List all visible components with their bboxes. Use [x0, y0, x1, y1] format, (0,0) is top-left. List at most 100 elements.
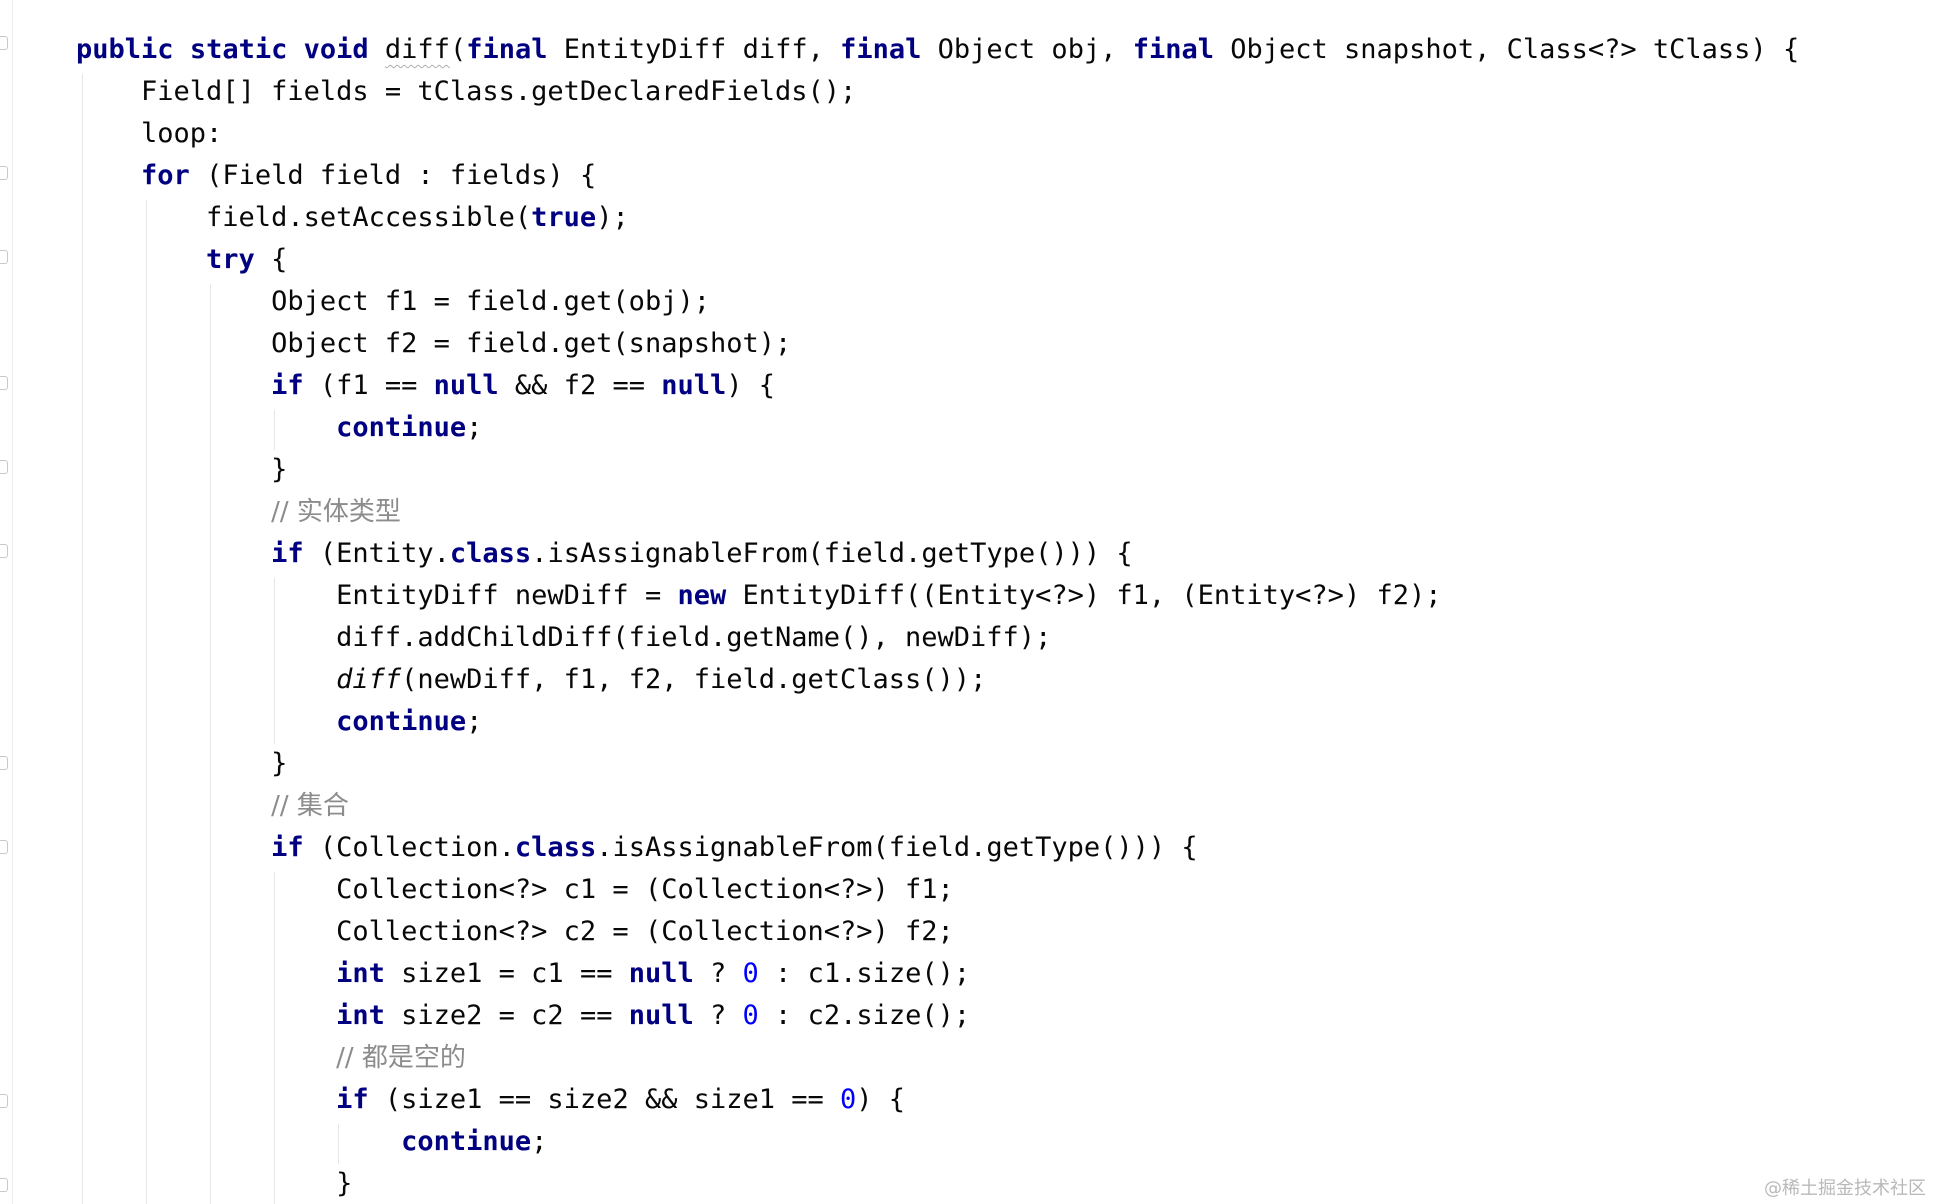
- fold-marker-icon[interactable]: [0, 36, 8, 50]
- code-token: [76, 790, 271, 821]
- code-token: try: [206, 244, 255, 275]
- code-token: int: [336, 1000, 385, 1031]
- code-line[interactable]: int size2 = c2 == null ? 0 : c2.size();: [76, 995, 1799, 1037]
- code-line[interactable]: field.setAccessible(true);: [76, 197, 1799, 239]
- fold-marker-icon[interactable]: [0, 1094, 8, 1108]
- code-line[interactable]: int size1 = c1 == null ? 0 : c1.size();: [76, 953, 1799, 995]
- fold-marker-icon[interactable]: [0, 250, 8, 264]
- code-line[interactable]: }: [76, 1163, 1799, 1204]
- code-token: final: [1132, 34, 1214, 65]
- code-token: for: [141, 160, 190, 191]
- code-token: 0: [840, 1084, 857, 1115]
- code-token: 都是空的: [361, 1043, 466, 1073]
- code-token: if: [271, 832, 304, 863]
- code-token: if: [336, 1084, 369, 1115]
- code-line[interactable]: Collection<?> c1 = (Collection<?>) f1;: [76, 869, 1799, 911]
- code-line[interactable]: continue;: [76, 1121, 1799, 1163]
- code-token: : c1.size();: [758, 958, 971, 989]
- indent-guide: [146, 200, 147, 1204]
- code-token: {: [254, 244, 288, 275]
- code-token: (Field field : fields) {: [189, 160, 597, 191]
- code-line[interactable]: if (f1 == null && f2 == null) {: [76, 365, 1799, 407]
- code-token: if: [271, 370, 304, 401]
- code-line[interactable]: // 集合: [76, 785, 1799, 827]
- code-line[interactable]: Field[] fields = tClass.getDeclaredField…: [76, 71, 1799, 113]
- code-token: ?: [693, 958, 743, 989]
- code-text[interactable]: public static void diff(final EntityDiff…: [76, 29, 1799, 1204]
- indent-guide: [274, 872, 275, 1204]
- code-token: true: [531, 202, 597, 233]
- fold-marker-icon[interactable]: [0, 756, 8, 770]
- code-line[interactable]: diff.addChildDiff(field.getName(), newDi…: [76, 617, 1799, 659]
- code-token: if: [271, 538, 304, 569]
- code-line[interactable]: for (Field field : fields) {: [76, 155, 1799, 197]
- code-token: 集合: [296, 791, 349, 821]
- code-token: continue: [336, 706, 467, 737]
- code-token: null: [628, 958, 694, 989]
- code-line[interactable]: if (Entity.class.isAssignableFrom(field.…: [76, 533, 1799, 575]
- code-line[interactable]: diff(newDiff, f1, f2, field.getClass());: [76, 659, 1799, 701]
- code-token: }: [76, 748, 288, 779]
- code-token: [76, 958, 336, 989]
- code-token: ?: [693, 1000, 743, 1031]
- code-token: size2 = c2 ==: [384, 1000, 629, 1031]
- code-token: [369, 34, 385, 65]
- code-token: loop:: [76, 118, 223, 149]
- code-token: continue: [401, 1126, 532, 1157]
- code-token: (size1 == size2 && size1 ==: [368, 1084, 841, 1115]
- code-token: ;: [531, 1126, 548, 1157]
- code-line[interactable]: EntityDiff newDiff = new EntityDiff((Ent…: [76, 575, 1799, 617]
- code-line[interactable]: if (size1 == size2 && size1 == 0) {: [76, 1079, 1799, 1121]
- code-line[interactable]: try {: [76, 239, 1799, 281]
- code-line[interactable]: Collection<?> c2 = (Collection<?>) f2;: [76, 911, 1799, 953]
- code-token: [76, 1126, 401, 1157]
- code-token: EntityDiff diff,: [547, 34, 841, 65]
- editor-gutter: [0, 0, 13, 1204]
- fold-marker-icon[interactable]: [0, 376, 8, 390]
- code-token: [76, 832, 271, 863]
- code-line[interactable]: if (Collection.class.isAssignableFrom(fi…: [76, 827, 1799, 869]
- code-line[interactable]: Object f2 = field.get(snapshot);: [76, 323, 1799, 365]
- fold-marker-icon[interactable]: [0, 1178, 8, 1192]
- code-token: }: [76, 454, 288, 485]
- code-token: 0: [742, 958, 759, 989]
- code-token: Object f2 = field.get(snapshot);: [76, 328, 792, 359]
- code-token: size1 = c1 ==: [384, 958, 629, 989]
- code-token: }: [76, 1168, 353, 1199]
- indent-guide: [274, 410, 275, 450]
- code-token: [76, 1084, 336, 1115]
- code-line[interactable]: // 都是空的: [76, 1037, 1799, 1079]
- code-token: [76, 664, 336, 695]
- code-token: class: [449, 538, 532, 569]
- code-token: Collection<?> c2 = (Collection<?>) f2;: [76, 916, 954, 947]
- code-token: 实体类型: [296, 497, 401, 527]
- watermark: @稀土掘金技术社区: [1764, 1178, 1926, 1199]
- code-line[interactable]: Object f1 = field.get(obj);: [76, 281, 1799, 323]
- code-line[interactable]: continue;: [76, 701, 1799, 743]
- code-token: && f2 ==: [498, 370, 662, 401]
- code-token: (Collection.: [303, 832, 515, 863]
- code-token: new: [677, 580, 727, 611]
- code-line[interactable]: }: [76, 449, 1799, 491]
- code-token: [174, 34, 190, 65]
- fold-marker-icon[interactable]: [0, 166, 8, 180]
- code-token: [287, 34, 303, 65]
- code-token: static: [189, 34, 288, 65]
- fold-marker-icon[interactable]: [0, 840, 8, 854]
- code-token: [76, 160, 141, 191]
- code-token: .isAssignableFrom(field.getType())) {: [596, 832, 1198, 863]
- code-line[interactable]: // 实体类型: [76, 491, 1799, 533]
- code-line[interactable]: public static void diff(final EntityDiff…: [76, 29, 1799, 71]
- code-token: ) {: [856, 1084, 906, 1115]
- fold-marker-icon[interactable]: [0, 544, 8, 558]
- code-line[interactable]: continue;: [76, 407, 1799, 449]
- code-token: (newDiff, f1, f2, field.getClass());: [401, 664, 987, 695]
- code-line[interactable]: }: [76, 743, 1799, 785]
- code-token: class: [514, 832, 597, 863]
- code-line[interactable]: loop:: [76, 113, 1799, 155]
- indent-guide: [338, 1124, 339, 1164]
- code-token: EntityDiff((Entity<?>) f1, (Entity<?>) f…: [726, 580, 1442, 611]
- code-token: Object f1 = field.get(obj);: [76, 286, 710, 317]
- fold-marker-icon[interactable]: [0, 460, 8, 474]
